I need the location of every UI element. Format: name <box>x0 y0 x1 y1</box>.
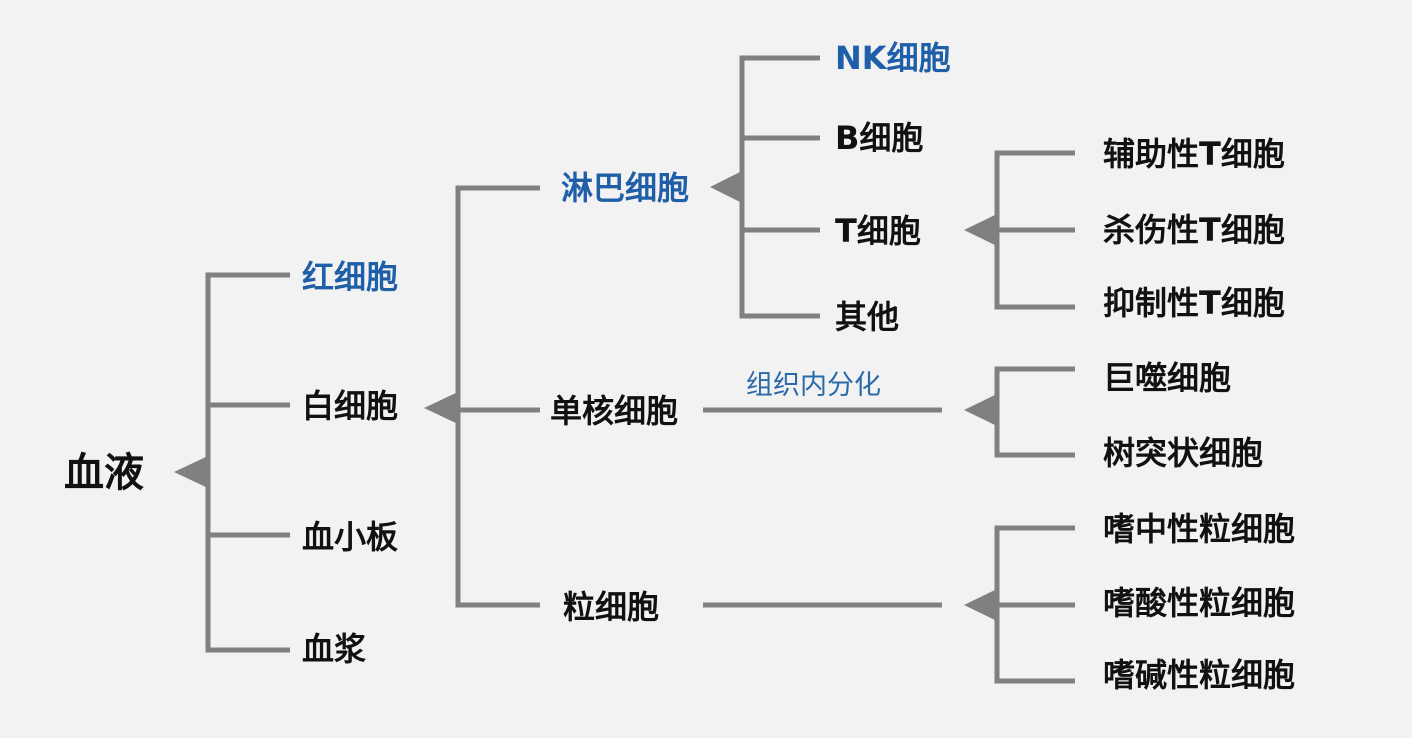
node-basophil: 嗜碱性粒细胞 <box>1103 656 1296 694</box>
node-nk-cell: NK细胞 <box>835 39 951 77</box>
node-blood: 血液 <box>64 450 144 496</box>
node-b-cell: B细胞 <box>835 119 924 157</box>
white-cell-arrow <box>424 391 460 425</box>
node-suppressor-t-cell: 抑制性T细胞 <box>1103 284 1285 322</box>
node-platelet: 血小板 <box>302 518 399 556</box>
granulocyte-bracket <box>994 525 1075 684</box>
node-other: 其他 <box>835 298 900 336</box>
root-bracket <box>205 272 290 653</box>
monocyte-arrow <box>964 393 999 427</box>
lymphocyte-arrow <box>710 170 744 204</box>
node-monocyte: 单核细胞 <box>550 392 679 430</box>
node-helper-t-cell: 辅助性T细胞 <box>1103 135 1285 173</box>
node-neutrophil: 嗜中性粒细胞 <box>1103 510 1296 548</box>
node-granulocyte: 粒细胞 <box>563 588 660 626</box>
node-eosinophil: 嗜酸性粒细胞 <box>1103 584 1296 622</box>
monocyte-differentiation-label: 组织内分化 <box>746 370 881 401</box>
node-white-blood-cell: 白细胞 <box>302 387 399 425</box>
node-plasma: 血浆 <box>302 630 367 668</box>
lymphocyte-bracket <box>739 55 820 319</box>
t-cell-arrow <box>964 213 999 247</box>
node-killer-t-cell: 杀伤性T细胞 <box>1103 211 1285 249</box>
granulocyte-arrow <box>964 588 999 622</box>
monocyte-bracket <box>994 366 1075 458</box>
node-macrophage: 巨噬细胞 <box>1103 359 1232 397</box>
node-dendritic-cell: 树突状细胞 <box>1103 434 1264 472</box>
white-cell-bracket <box>455 185 540 608</box>
t-cell-bracket <box>994 150 1075 310</box>
node-t-cell: T细胞 <box>835 212 921 250</box>
node-lymphocyte: 淋巴细胞 <box>561 169 690 207</box>
root-arrow <box>174 455 210 489</box>
node-red-blood-cell: 红细胞 <box>302 258 399 296</box>
